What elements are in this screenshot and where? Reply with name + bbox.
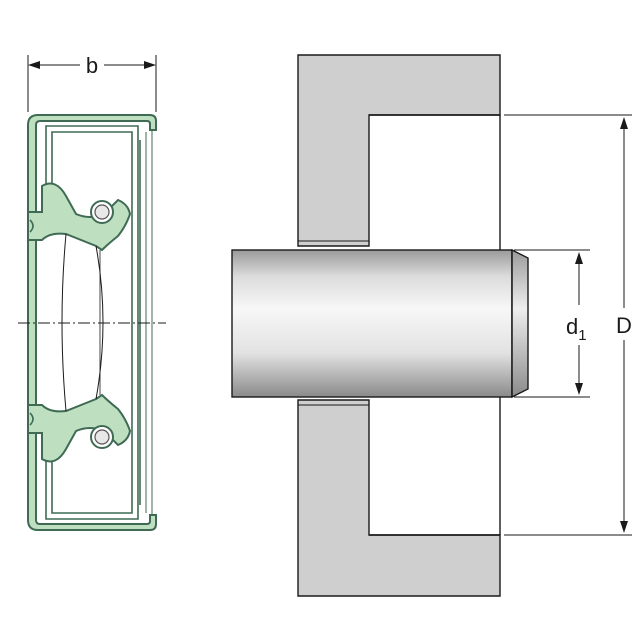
- shaft-chamfer: [511, 248, 529, 399]
- shaft-body: [231, 249, 513, 398]
- dimension-b: b: [27, 53, 157, 112]
- shaft: [231, 248, 529, 399]
- dimension-label-b: b: [86, 53, 98, 78]
- housing-upper: [297, 54, 501, 247]
- seal-cross-section: [18, 114, 166, 531]
- housing: [297, 54, 501, 597]
- seal-inner-curve: [61, 233, 67, 412]
- housing-lower: [297, 399, 501, 597]
- seal-lip-upper: [27, 182, 132, 252]
- dimension-d1: d1: [514, 249, 590, 398]
- seal-inner-curve: [95, 245, 104, 400]
- garter-spring-lower: [90, 425, 114, 449]
- dimension-D: D: [504, 114, 632, 536]
- dimension-label-D: D: [616, 313, 632, 338]
- seal-outer-casing: [27, 114, 157, 531]
- seal-notch: [29, 219, 34, 233]
- dimension-label-d1: d1: [566, 314, 587, 344]
- garter-spring-upper: [90, 200, 114, 224]
- seal-notch: [29, 412, 34, 426]
- seal-lip-lower: [27, 393, 132, 463]
